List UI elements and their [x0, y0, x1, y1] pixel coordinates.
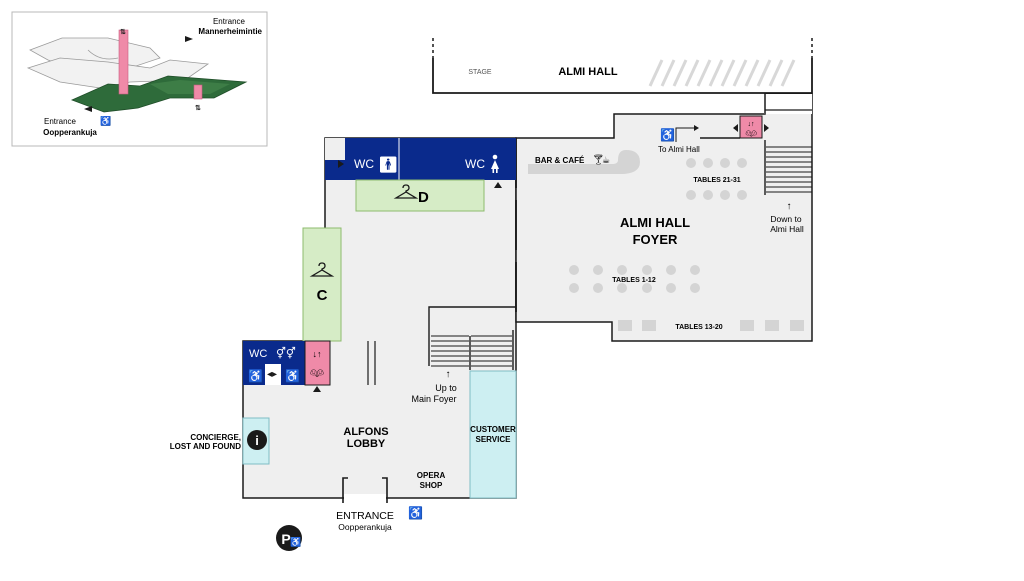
to-almi-hall: ♿ To Almi Hall: [658, 125, 700, 154]
women-icon: [491, 154, 499, 173]
coffee-icon: ☕︎: [602, 155, 610, 165]
bar-and-cafe: BAR & CAFÉ 🍸︎ ☕︎: [528, 150, 640, 174]
hanger-icon-c: [309, 262, 335, 277]
accessible-wc-icon-left: ♿: [248, 369, 263, 383]
wc-women-door-arrow: [494, 182, 502, 188]
wc-men-door-arrow: [338, 160, 344, 168]
opera-shop-label-2: SHOP: [420, 481, 443, 490]
foyer-lift-people-icon: 👫︎: [745, 128, 757, 138]
tables-21-31-label: TABLES 21-31: [693, 177, 740, 184]
customer-service-label-1: CUSTOMER: [470, 425, 516, 434]
down-label-1: Down to: [770, 214, 801, 224]
inset-lift-icon-bottom: ⇅: [195, 104, 201, 112]
inset-entrance-bottom-arrow: [84, 106, 92, 112]
stairs-up-arrow-icon: ↑: [446, 369, 451, 380]
inset-entrance-top-arrow: [185, 36, 193, 42]
customer-service: CUSTOMER SERVICE: [469, 370, 517, 499]
accessible-wc-icon-right: ♿: [285, 369, 300, 383]
opera-shop-label-1: OPERA: [417, 471, 446, 480]
up-label-1: Up to: [435, 383, 457, 393]
lobby-wc-block: WC ⚥⚥ ♿ ◂▸ ♿ ↓↑ 👫︎: [243, 340, 376, 392]
bar-label: BAR & CAFÉ: [535, 156, 585, 165]
cloakroom-c: C: [302, 227, 342, 342]
inset-lift-shaft: [118, 29, 129, 95]
lobby-wc-label: WC: [249, 348, 267, 360]
info-icon: [247, 430, 267, 450]
tables-1-12-label: TABLES 1-12: [612, 277, 656, 284]
lobby-title-1: ALFONS: [343, 426, 388, 438]
foyer-lift-arrows-icon: ↓↑: [748, 121, 755, 128]
concierge-desk: i CONCIERGE, LOST AND FOUND: [170, 417, 270, 465]
lobby-lift-arrows-icon: ↓↑: [313, 349, 322, 359]
entrance-accessible-icon: ♿: [408, 506, 423, 520]
parking-letter: P: [281, 531, 290, 547]
men-icon: 🚹︎: [378, 156, 398, 174]
accessible-parking: P ♿: [276, 525, 302, 551]
concierge-label-1: CONCIERGE,: [190, 433, 241, 442]
cloakroom-d-label: D: [418, 189, 429, 206]
hanger-icon-d: [393, 184, 419, 199]
inset-entrance-top-1: Entrance: [213, 17, 246, 26]
entrance-label-1: ENTRANCE: [336, 510, 394, 522]
entrance-label-2: Oopperankuja: [338, 522, 392, 532]
inset-overview: ⇅ ⇅ Entrance Mannerheimintie Entrance Oo…: [11, 11, 268, 147]
upper-wc-block: WC 🚹︎ WC: [325, 138, 516, 188]
accessible-parking-icon: [276, 525, 302, 551]
unisex-icon: ⚥⚥: [276, 346, 296, 360]
cloakroom-d: D: [355, 179, 485, 212]
inset-entrance-bottom-1: Entrance: [44, 117, 77, 126]
inset-lift-icon-top: ⇅: [120, 28, 126, 36]
up-label-2: Main Foyer: [411, 394, 456, 404]
tables-13-20: [618, 320, 804, 331]
inset-accessible-icon: ♿: [100, 115, 111, 126]
foyer-title-2: FOYER: [633, 232, 678, 247]
stage-label: STAGE: [468, 69, 492, 76]
almi-hall: STAGE ALMI HALL: [432, 38, 813, 94]
stairs-down-almi-hall: ↑ Down to Almi Hall: [764, 140, 812, 234]
wc-women-label: WC: [465, 157, 485, 171]
concierge-label-2: LOST AND FOUND: [170, 442, 241, 451]
cocktail-icon: 🍸︎: [592, 154, 605, 166]
main-floor: [242, 93, 813, 499]
svg-text:♿: ♿: [290, 536, 301, 547]
door-arrows-icon: ◂▸: [267, 369, 277, 380]
cloakroom-c-label: C: [317, 287, 328, 304]
lobby-lift-people-icon: 👫︎: [310, 367, 324, 379]
almi-hall-title: ALMI HALL: [558, 66, 618, 78]
stairs-down-arrow-icon: ↑: [787, 201, 792, 212]
foyer-title-1: ALMI HALL: [620, 215, 690, 230]
down-label-2: Almi Hall: [770, 224, 804, 234]
lobby-title-2: LOBBY: [347, 438, 386, 450]
upper-wc-area: [325, 138, 516, 180]
seating-rows: [648, 59, 796, 87]
entrance-oopperankuja: ENTRANCE Oopperankuja ♿: [336, 477, 423, 532]
to-almi-accessible-icon: ♿: [660, 128, 675, 142]
lobby-lift: [304, 340, 331, 386]
foyer-lift: ↓↑ 👫︎: [700, 115, 769, 139]
wc-men-label: WC: [354, 157, 374, 171]
tables-1-12: [569, 265, 700, 293]
lobby-lift-door-arrow: [313, 386, 321, 392]
inset-entrance-bottom-2: Oopperankuja: [43, 128, 97, 137]
to-almi-label: To Almi Hall: [658, 145, 700, 154]
customer-service-label-2: SERVICE: [476, 435, 512, 444]
inset-entrance-top-2: Mannerheimintie: [198, 27, 262, 36]
tables-21-31: [686, 158, 747, 200]
tables-13-20-label: TABLES 13-20: [675, 324, 722, 331]
info-icon-letter: i: [255, 433, 259, 448]
stairs-up-main-foyer: ↑ Up to Main Foyer: [411, 306, 516, 404]
